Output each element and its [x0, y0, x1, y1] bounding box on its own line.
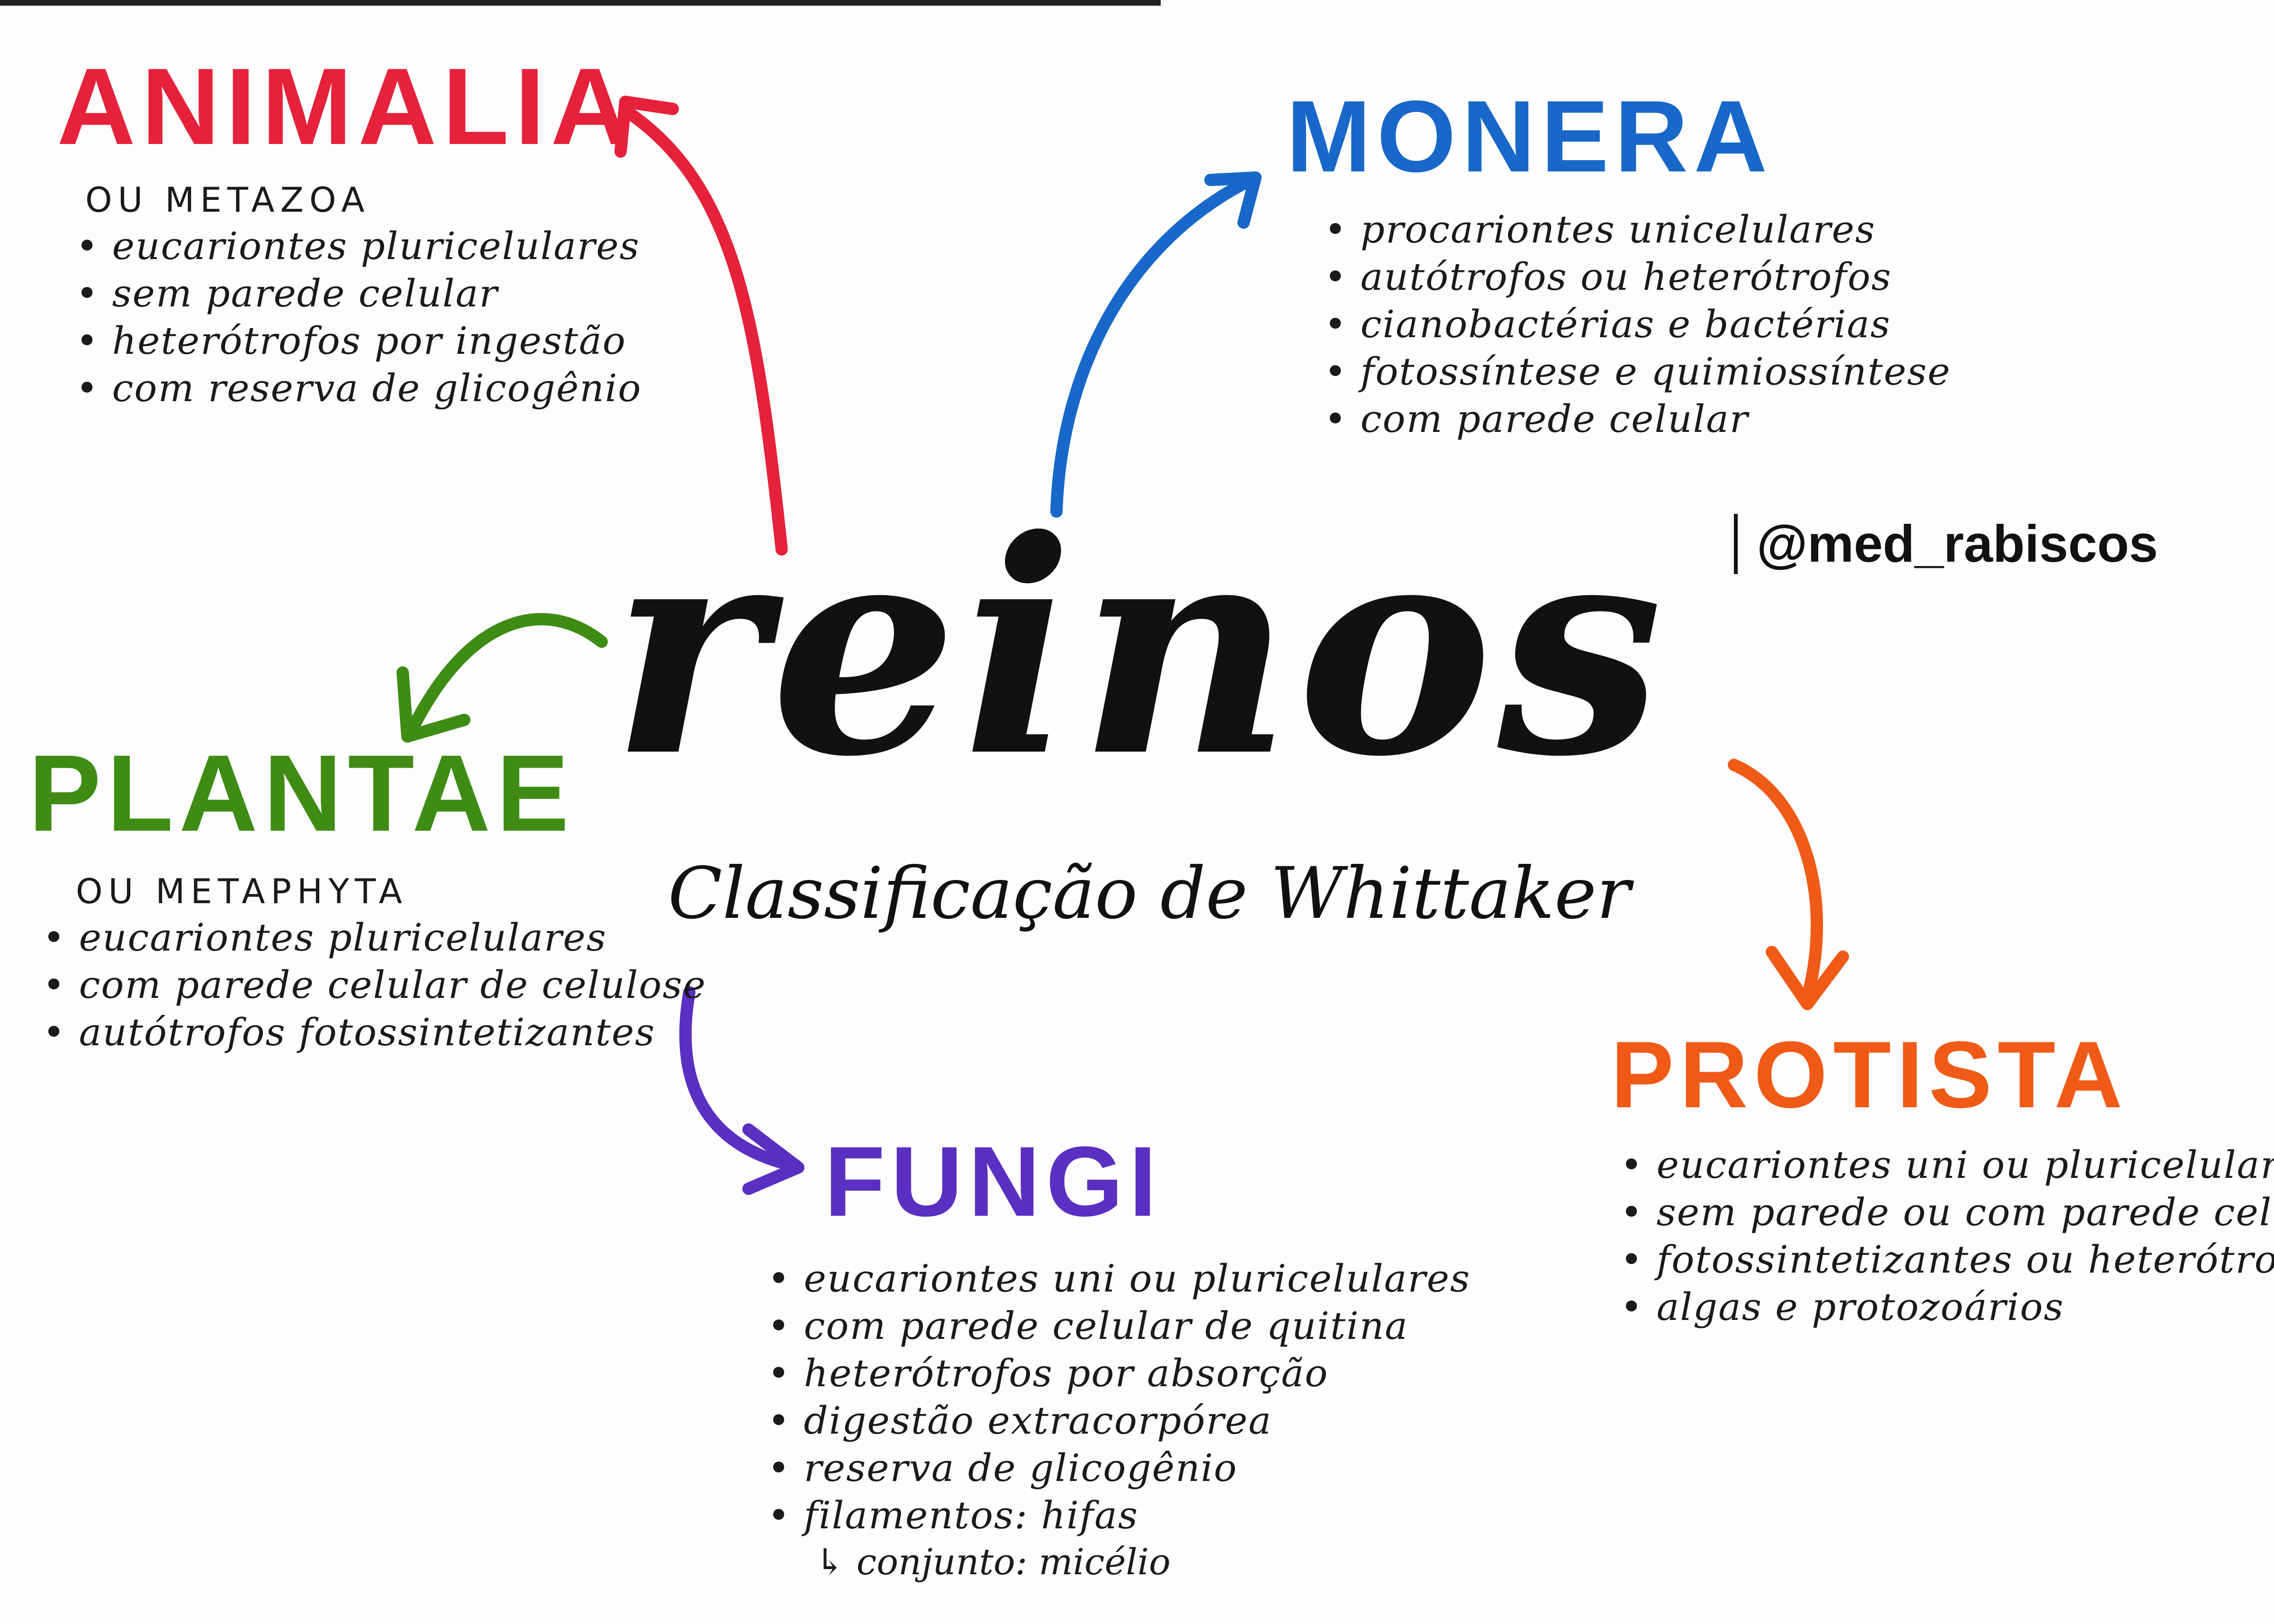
- trait-item: algas e protozoários: [1620, 1283, 2274, 1331]
- trait-item: autótrofos fotossintetizantes: [43, 1009, 706, 1056]
- trait-list: eucariontes pluricelulares com parede ce…: [43, 914, 706, 1056]
- trait-item: heterótrofos por ingestão: [76, 317, 642, 365]
- trait-item: digestão extracorpórea: [767, 1397, 1471, 1445]
- trait-list: eucariontes uni ou pluricelulares sem pa…: [1620, 1141, 2274, 1331]
- trait-item: eucariontes pluricelulares: [76, 223, 642, 270]
- trait-item: sem parede celular: [76, 270, 642, 317]
- trait-item: com parede celular de quitina: [767, 1302, 1471, 1350]
- arrow-to-monera: [1050, 171, 1262, 518]
- trait-item: autótrofos ou heterótrofos: [1324, 253, 1951, 301]
- trait-item: com parede celular: [1324, 395, 1951, 443]
- trait-item: eucariontes pluricelulares: [43, 914, 706, 961]
- trait-item: filamentos: hifas: [767, 1492, 1471, 1539]
- kingdom-title: PROTISTA: [1611, 1022, 2129, 1128]
- arrow-to-plantae: [397, 613, 608, 743]
- trait-item: sem parede ou com parede celular: [1620, 1189, 2274, 1236]
- trait-list: eucariontes uni ou pluricelulares com pa…: [767, 1255, 1471, 1539]
- kingdom-title: MONERA: [1286, 79, 1773, 193]
- trait-item: procariontes unicelulares: [1324, 206, 1951, 253]
- trait-list: procariontes unicelulares autótrofos ou …: [1324, 206, 1951, 443]
- trait-item: heterótrofos por absorção: [767, 1350, 1471, 1397]
- trait-item: com parede celular de celulose: [43, 961, 706, 1009]
- trait-item: com reserva de glicogênio: [76, 365, 642, 412]
- kingdom-plantae: PLANTAE OU METAPHYTA eucariontes plurice…: [28, 739, 706, 1056]
- trait-item: reserva de glicogênio: [767, 1445, 1471, 1492]
- kingdom-protista: PROTISTA eucariontes uni ou pluricelular…: [1611, 1028, 2274, 1331]
- arrow-to-protista: [1728, 759, 1849, 1010]
- center-title: reinos: [611, 476, 1668, 821]
- kingdom-monera: MONERA procariontes unicelulares autótro…: [1286, 85, 1951, 443]
- trait-item: eucariontes uni ou pluricelulares: [767, 1255, 1471, 1302]
- arrow-to-animalia: [614, 96, 788, 556]
- trait-item: cianobactérias e bactérias: [1324, 301, 1951, 348]
- kingdom-fungi: FUNGI eucariontes uni ou pluricelulares …: [767, 1132, 1471, 1585]
- trait-item: eucariontes uni ou pluricelulares: [1620, 1141, 2274, 1189]
- trait-list: eucariontes pluricelulares sem parede ce…: [76, 223, 642, 412]
- kingdom-title: FUNGI: [824, 1126, 1163, 1237]
- center-subtitle: Classificação de Whittaker: [668, 852, 1631, 935]
- trait-item: fotossintetizantes ou heterótrofos: [1620, 1236, 2274, 1283]
- kingdom-title: ANIMALIA: [57, 45, 635, 167]
- kingdom-animalia: ANIMALIA OU METAZOA eucariontes pluricel…: [57, 52, 642, 412]
- trait-item: fotossíntese e quimiossíntese: [1324, 348, 1951, 395]
- trait-subnote: ↳ conjunto: micélio: [815, 1541, 1171, 1583]
- kingdom-title: PLANTAE: [28, 732, 575, 854]
- author-handle: @med_rabiscos: [1734, 514, 2158, 574]
- top-border-line: [0, 0, 1161, 6]
- kingdom-alt-name: OU METAZOA: [85, 180, 370, 220]
- kingdom-alt-name: OU METAPHYTA: [76, 871, 408, 911]
